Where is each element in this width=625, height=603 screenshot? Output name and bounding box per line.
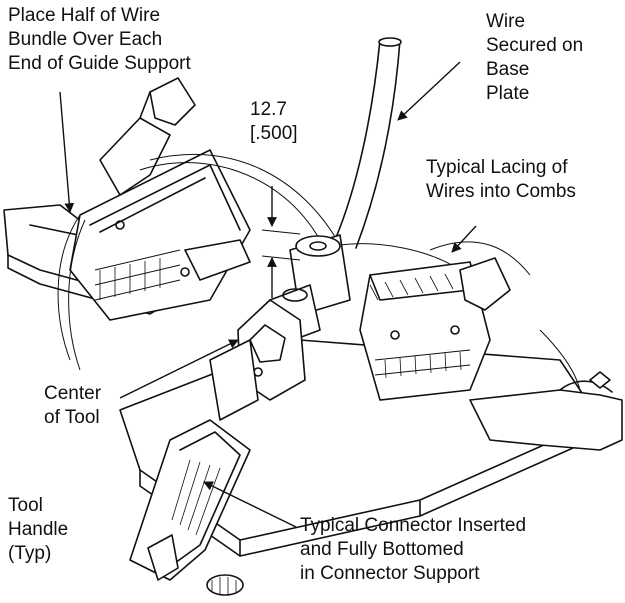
label-wire-secured-line-4: Plate <box>486 83 530 104</box>
yoke-arm <box>209 299 306 421</box>
label-typical-lacing-line-1: Typical Lacing of <box>426 157 568 178</box>
label-center-of-tool-line-1: Center <box>44 383 102 404</box>
label-tool-handle-line-3: (Typ) <box>8 543 52 564</box>
label-typical-connector-line-2: and Fully Bottomed <box>300 539 464 560</box>
left-comb-block <box>69 77 251 321</box>
label-tool-handle: Tool Handle (Typ) <box>8 494 68 566</box>
label-tool-handle-line-2: Handle <box>8 519 69 540</box>
label-place-half-line-1: Place Half of Wire <box>8 5 161 26</box>
label-wire-secured: Wire Secured on Base Plate <box>486 10 583 106</box>
label-wire-secured-line-1: Wire <box>486 11 526 32</box>
label-center-of-tool-line-2: of Tool <box>44 407 100 428</box>
label-dimension-inch: [.500] <box>250 123 298 144</box>
label-wire-secured-line-2: Secured on <box>486 35 584 56</box>
label-tool-handle-line-1: Tool <box>8 495 43 516</box>
label-typical-lacing-line-2: Wires into Combs <box>426 181 576 202</box>
wire-bundle <box>57 37 581 391</box>
right-comb-block <box>359 257 511 401</box>
right-tool-handle <box>469 371 623 451</box>
label-dimension-mm: 12.7 <box>250 99 287 120</box>
label-typical-lacing: Typical Lacing of Wires into Combs <box>426 156 576 204</box>
leader-lines <box>59 61 477 528</box>
connector-support <box>129 419 251 596</box>
label-dimension: 12.7 [.500] <box>250 98 298 146</box>
label-typical-connector: Typical Connector Inserted and Fully Bot… <box>300 514 526 586</box>
label-place-half-line-3: End of Guide Support <box>8 53 191 74</box>
label-center-of-tool: Center of Tool <box>44 382 101 430</box>
label-place-half: Place Half of Wire Bundle Over Each End … <box>8 4 191 76</box>
label-typical-connector-line-3: in Connector Support <box>300 563 480 584</box>
label-wire-secured-line-3: Base <box>486 59 530 80</box>
label-place-half-line-2: Bundle Over Each <box>8 29 163 50</box>
label-typical-connector-line-1: Typical Connector Inserted <box>300 515 527 536</box>
